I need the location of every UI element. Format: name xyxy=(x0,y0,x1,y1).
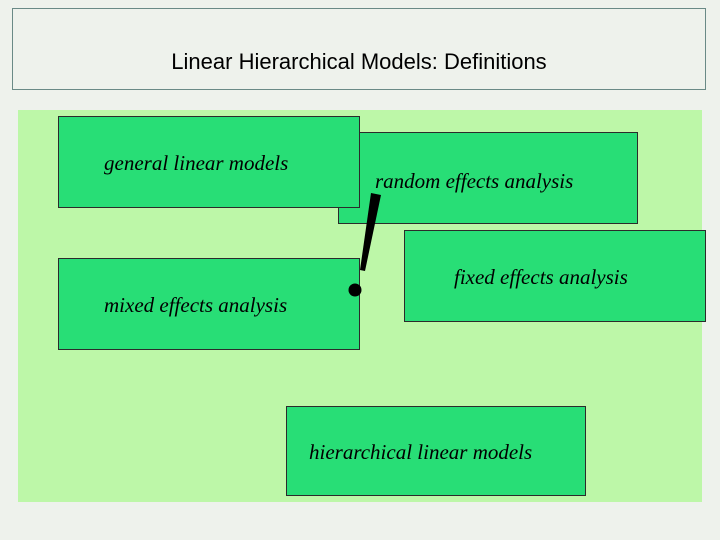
hierarchical-linear-models-label: hierarchical linear models xyxy=(309,440,533,464)
exclamation-mark-icon xyxy=(348,193,381,297)
hierarchical-linear-models-box: hierarchical linear models xyxy=(286,406,586,496)
fixed-effects-label: fixed effects analysis xyxy=(454,265,628,289)
general-linear-models-label: general linear models xyxy=(104,151,289,175)
mixed-effects-label: mixed effects analysis xyxy=(104,293,288,317)
mixed-effects-box: mixed effects analysis xyxy=(58,258,360,350)
fixed-effects-box: fixed effects analysis xyxy=(404,230,706,322)
random-effects-box: random effects analysis xyxy=(338,132,638,224)
slide-title: Linear Hierarchical Models: Definitions xyxy=(171,49,547,74)
general-linear-models-box: general linear models xyxy=(58,116,360,208)
title-box: Linear Hierarchical Models: Definitions xyxy=(12,8,706,90)
random-effects-label: random effects analysis xyxy=(375,169,574,193)
